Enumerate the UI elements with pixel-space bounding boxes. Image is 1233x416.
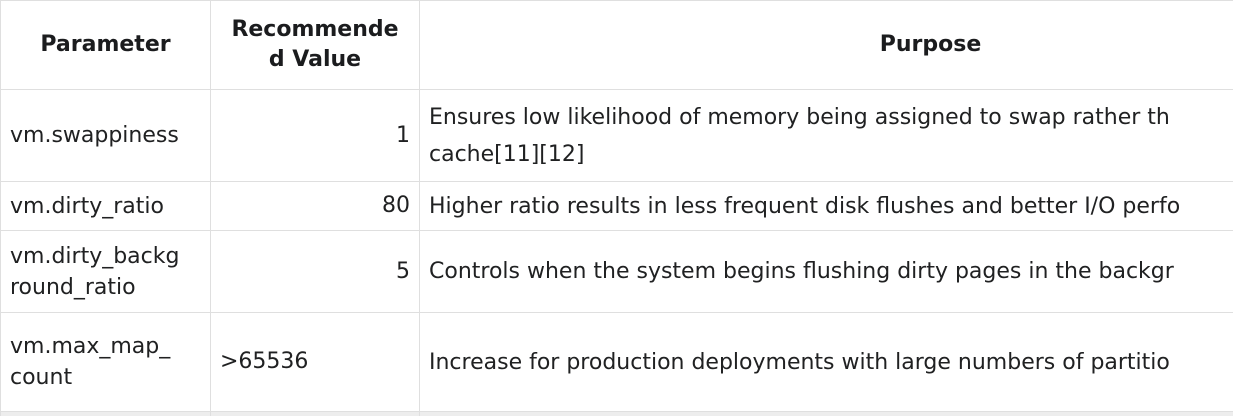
purpose-text-line-2: cache[11][12] (429, 141, 585, 167)
purpose-text-line-1: Increase for production deployments with… (429, 349, 1170, 375)
table-row-vm-dirty-background-ratio: vm.dirty_backg round_ratio 5 Controls wh… (0, 230, 1233, 313)
parameter-text: vm.swappiness (10, 123, 179, 148)
purpose-cell: Increase for production deployments with… (419, 312, 1233, 412)
parameter-text-line-2: round_ratio (10, 274, 136, 300)
purpose-cell: Ensures low likelihood of memory being a… (419, 89, 1233, 182)
parameter-text-line-1: vm.max_map_ (10, 334, 171, 359)
parameter-cell: vm.dirty_ratio (0, 181, 211, 231)
table-row-vm-dirty-ratio: vm.dirty_ratio 80 Higher ratio results i… (0, 181, 1233, 231)
header-recommended-value: Recommende d Value (210, 0, 420, 90)
parameter-cell: vm.max_map_ count (0, 312, 211, 412)
header-recommended-value-line-2: d Value (268, 47, 362, 72)
next-row-partial (0, 411, 1233, 416)
value-cell: 1 (210, 89, 420, 182)
parameter-cell: vm.swappiness (0, 89, 211, 182)
value-cell: >65536 (210, 312, 420, 412)
value-cell: 5 (210, 230, 420, 313)
purpose-text-line-1: Ensures low likelihood of memory being a… (429, 104, 1170, 130)
next-row-cell (0, 411, 211, 416)
purpose-text-line-1: Higher ratio results in less frequent di… (429, 193, 1181, 219)
header-purpose: Purpose (419, 0, 1233, 90)
parameter-text-line-1: vm.dirty_backg (10, 243, 180, 269)
header-recommended-value-line-1: Recommende (231, 17, 399, 42)
table-row-vm-swappiness: vm.swappiness 1 Ensures low likelihood o… (0, 89, 1233, 182)
table-header-row: Parameter Recommende d Value Purpose (0, 0, 1233, 90)
purpose-text-line-1: Controls when the system begins flushing… (429, 259, 1174, 284)
table-row-vm-max-map-count: vm.max_map_ count >65536 Increase for pr… (0, 312, 1233, 412)
purpose-cell: Controls when the system begins flushing… (419, 230, 1233, 313)
purpose-cell: Higher ratio results in less frequent di… (419, 181, 1233, 231)
value-cell: 80 (210, 181, 420, 231)
next-row-cell (419, 411, 1233, 416)
parameter-cell: vm.dirty_backg round_ratio (0, 230, 211, 313)
parameter-text: vm.dirty_ratio (10, 193, 164, 219)
parameter-text-line-2: count (10, 365, 73, 390)
next-row-cell (210, 411, 420, 416)
header-parameter: Parameter (0, 0, 211, 90)
